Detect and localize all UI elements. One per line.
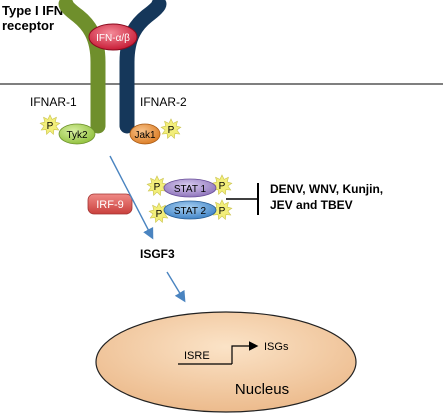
stat2-protein [163,200,217,220]
phosphate-label: P [47,121,54,132]
isre-label: ISRE [184,350,210,362]
inhibitor-viruses-line2: JEV and TBEV [270,198,353,212]
irf9-label: IRF-9 [96,199,124,211]
phosphate-group: P P P P P P [39,114,233,224]
receptor-title-line1: Type I IFN [2,3,63,18]
phospho-jak1: P [160,118,182,140]
phosphate-starburst [39,114,61,136]
phosphate-label: P [154,182,161,193]
irf9-protein [87,193,133,215]
phosphate-starburst [160,118,182,140]
ifnar1-chain [58,0,106,134]
inhibitor-viruses-line1: DENV, WNV, Kunjin, [270,182,383,196]
ifnar1-label: IFNAR-1 [30,95,77,109]
ifn-ligand [88,23,138,51]
ifnar2-chain [119,0,167,134]
stat1-label: STAT 1 [174,184,207,195]
jak1-kinase [129,123,161,145]
receptor-title-line2: receptor [2,18,54,33]
tyk2-label: Tyk2 [66,130,88,141]
nucleus-label: Nucleus [235,381,289,398]
phosphate-label: P [168,125,175,136]
phospho-stat2-right: P [211,199,233,221]
phosphate-label: P [219,181,226,192]
stat2-label: STAT 2 [174,206,207,217]
phospho-stat1-left: P [146,175,168,197]
isgf3-label: ISGF3 [140,247,175,261]
isgs-label: ISGs [264,341,289,353]
tyk2-kinase [58,123,96,145]
signal-arrow-isgf3-to-nucleus [166,271,186,303]
phosphate-label: P [219,206,226,217]
phosphate-starburst [146,175,168,197]
ifn-ligand-label: IFN-α/β [96,33,130,44]
ifnar2-label: IFNAR-2 [140,95,187,109]
stat1-protein [163,178,217,198]
nucleus [95,311,357,413]
jak1-label: Jak1 [134,130,156,141]
phosphate-starburst [211,174,233,196]
phosphate-label: P [156,209,163,220]
transcription-arrow [231,341,259,364]
phosphate-starburst [211,199,233,221]
phospho-tyk2: P [39,114,61,136]
signal-arrow-receptor-to-stat [109,155,154,240]
phospho-stat1-right: P [211,174,233,196]
